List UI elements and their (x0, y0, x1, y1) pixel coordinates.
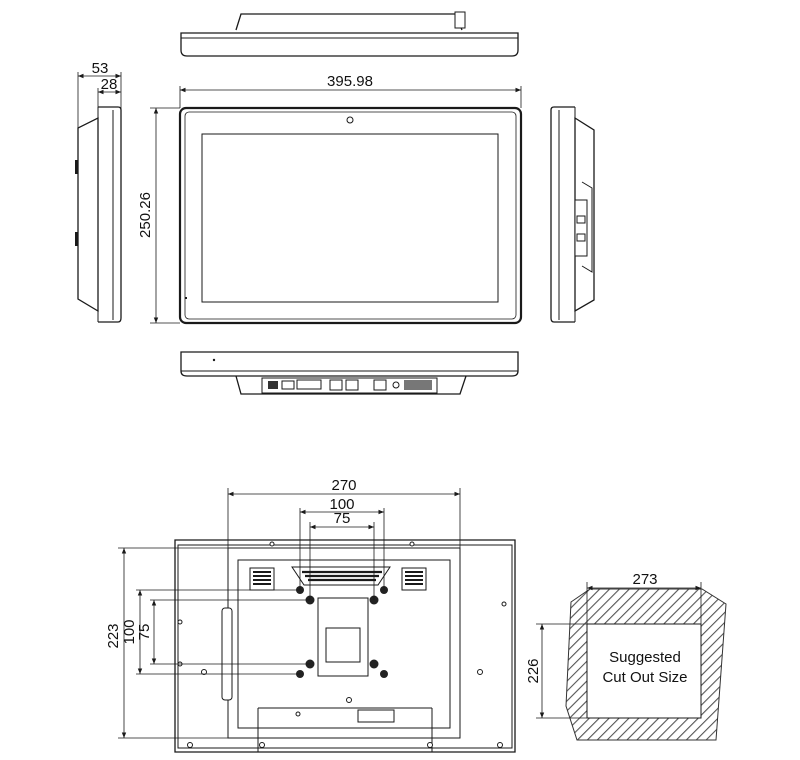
dim-vesa-outer-width: 100 (329, 496, 354, 513)
dimension-lines (77, 72, 702, 739)
vesa-hole (369, 659, 379, 669)
dim-side-depth-inner: 28 (101, 76, 118, 93)
dim-vesa-inner-height: 75 (136, 624, 153, 641)
camera-icon (346, 116, 354, 124)
top-view (180, 11, 519, 57)
dim-side-depth: 53 (92, 60, 109, 77)
dim-overall-height: 250.26 (137, 192, 154, 238)
dim-vesa-outer-height: 100 (121, 619, 138, 644)
bottom-view (180, 351, 519, 395)
dim-vesa-inner-width: 75 (334, 510, 351, 527)
cutout-label-line2: Cut Out Size (602, 669, 687, 686)
dim-overall-width: 395.98 (327, 73, 373, 90)
dim-rear-width: 270 (331, 477, 356, 494)
dim-cutout-height: 226 (525, 658, 542, 683)
dim-rear-height: 223 (105, 623, 122, 648)
left-side-view (75, 106, 122, 323)
rear-view (174, 539, 516, 753)
cutout-label-line1: Suggested (609, 649, 681, 666)
right-side-view (550, 106, 595, 323)
vesa-hole (380, 670, 388, 678)
dim-cutout-width: 273 (632, 571, 657, 588)
cutout-view: Suggested Cut Out Size (565, 588, 727, 741)
dimension-labels: 53 28 395.98 250.26 270 100 75 223 100 7… (92, 60, 658, 684)
front-view (178, 106, 523, 325)
